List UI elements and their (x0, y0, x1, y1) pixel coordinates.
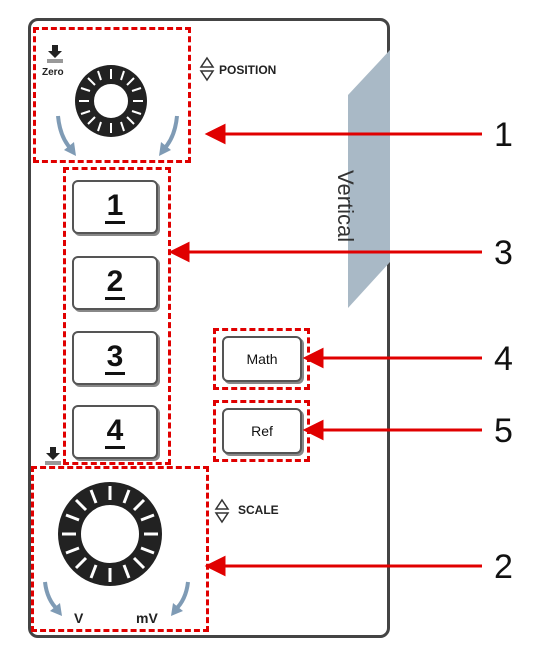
push-zero-icon (47, 45, 63, 63)
ref-button[interactable]: Ref (222, 408, 302, 454)
position-knob-highlight (33, 27, 191, 163)
channel-3-label: 3 (104, 339, 126, 375)
scale-left-arrow-icon (43, 581, 62, 616)
channel-2-label: 2 (104, 264, 126, 300)
scale-knob[interactable] (56, 480, 164, 588)
callout-1: 1 (494, 116, 513, 154)
channel-1-label: 1 (104, 188, 126, 224)
callout-2: 2 (494, 548, 513, 586)
channel-1-button[interactable]: 1 (72, 180, 158, 234)
channel-4-button[interactable]: 4 (72, 405, 158, 459)
rotate-left-arrow-icon (56, 115, 76, 156)
scale-knob-highlight (31, 466, 209, 632)
callout-3: 3 (494, 234, 513, 272)
push-scale-icon (45, 447, 61, 465)
channel-buttons-highlight (63, 167, 171, 465)
rotate-right-arrow-icon (159, 115, 179, 156)
channel-4-label: 4 (104, 413, 126, 449)
scale-right-arrow-icon (171, 581, 190, 616)
millivolt-unit-label: mV (136, 610, 158, 626)
math-button[interactable]: Math (222, 336, 302, 382)
scale-label: SCALE (238, 503, 279, 517)
position-label: POSITION (219, 63, 277, 77)
channel-2-button[interactable]: 2 (72, 256, 158, 310)
callout-4: 4 (494, 340, 513, 378)
scale-updown-arrow-icon (214, 498, 230, 524)
volt-unit-label: V (74, 610, 84, 626)
channel-3-button[interactable]: 3 (72, 331, 158, 385)
callout-5: 5 (494, 412, 513, 450)
zero-label: Zero (42, 67, 64, 78)
updown-arrow-icon (199, 56, 215, 82)
position-knob[interactable] (73, 63, 149, 139)
